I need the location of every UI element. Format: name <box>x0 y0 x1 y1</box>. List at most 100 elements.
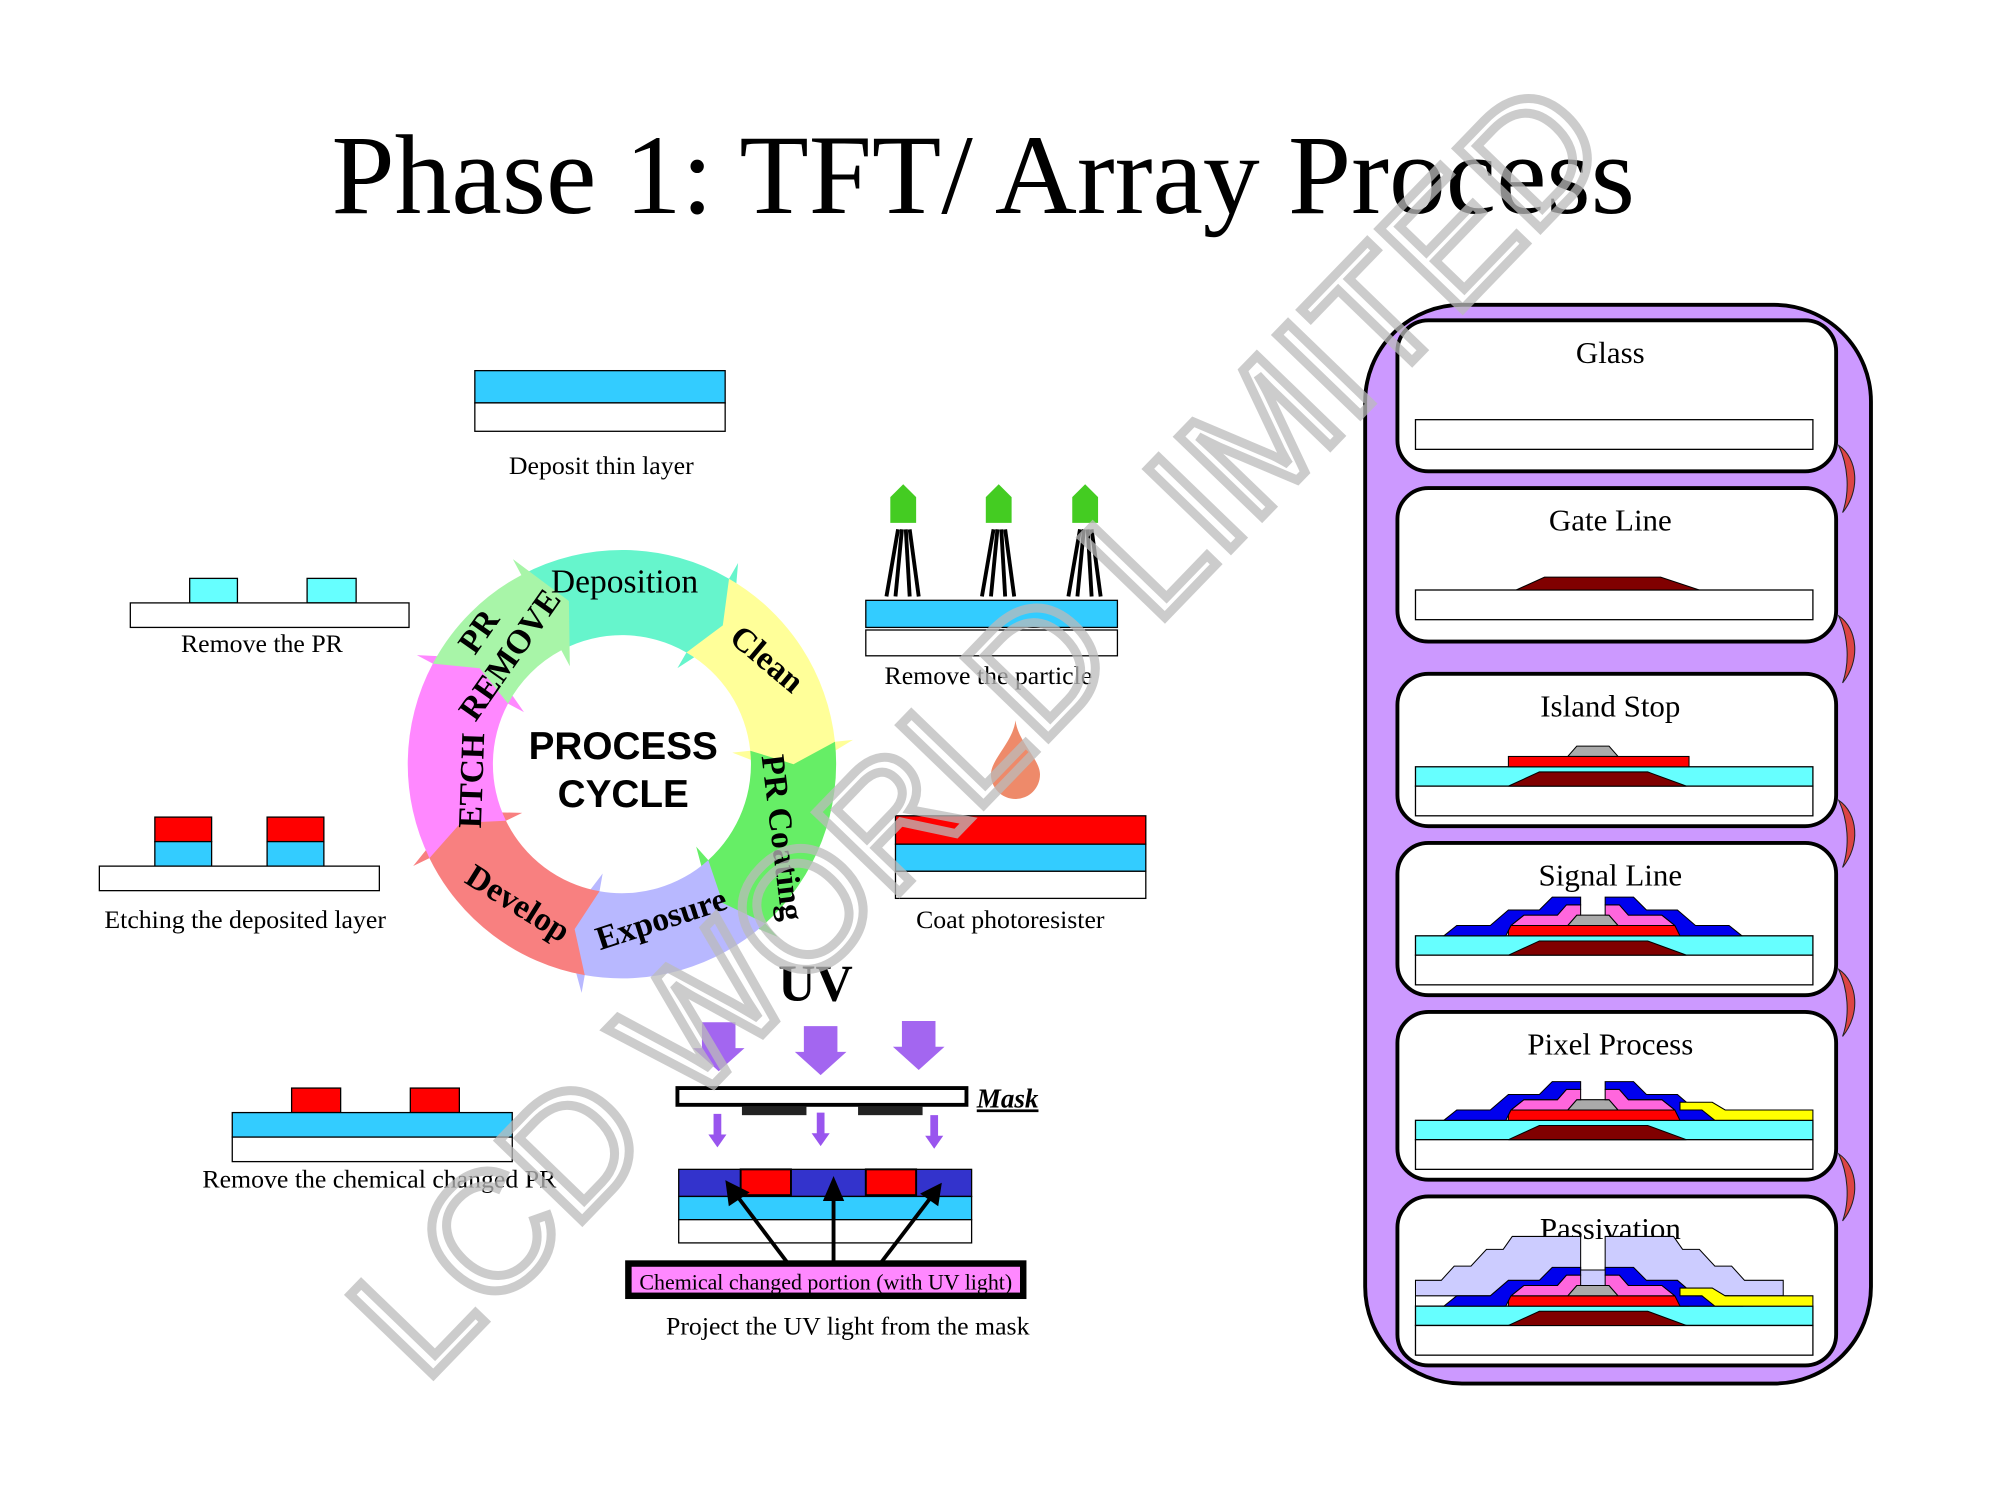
chemical-label-box <box>625 1260 1027 1300</box>
stage-title: Signal Line <box>1539 857 1683 892</box>
gate-metal <box>1508 940 1687 956</box>
semiconductor-layer <box>1507 1109 1690 1121</box>
source-drain-metal <box>1442 896 1582 937</box>
layer-stack <box>1414 1081 1814 1170</box>
chemical-label: Chemical changed portion (with UV light) <box>639 1269 1012 1294</box>
glass-substrate <box>1414 589 1814 621</box>
layer-stack <box>1414 745 1814 817</box>
stage-pixel-process: Pixel Process <box>1395 1010 1839 1182</box>
remove-pr-diagram <box>129 577 410 629</box>
photoresist-drop-icon <box>990 720 1040 800</box>
layer-stack <box>1414 896 1814 986</box>
glass-substrate <box>1414 1139 1814 1170</box>
cycle-step-clean-arrow <box>686 578 853 777</box>
cycle-step-exposure-arrow <box>563 860 766 993</box>
mask-plate <box>675 1086 969 1107</box>
stage-title: Island Stop <box>1540 688 1680 723</box>
spray-line <box>1089 529 1103 597</box>
semiconductor-layer <box>1507 755 1690 768</box>
spray-line <box>893 529 904 597</box>
caption-remove-pr: Remove the PR <box>181 629 344 658</box>
stage-title: Gate Line <box>1549 503 1672 538</box>
mask-pad <box>741 1106 807 1116</box>
stage-island-stop: Island Stop <box>1395 671 1839 829</box>
next-stage-arrow-icon <box>1837 967 1856 1037</box>
next-stage-arrow-icon <box>1837 798 1856 868</box>
caption-coat: Coat photoresister <box>916 905 1105 934</box>
semiconductor-layer <box>1507 1295 1690 1307</box>
step-etch-label: ETCH <box>452 732 492 828</box>
stage-passivation: Passivation <box>1395 1194 1839 1368</box>
step-deposition-label: Deposition <box>551 564 698 601</box>
glass-substrate <box>1414 954 1814 986</box>
stage-title: Pixel Process <box>1527 1027 1693 1062</box>
deposit-diagram <box>474 370 726 432</box>
clean-diagram <box>865 484 1119 657</box>
gate-metal <box>1508 1124 1687 1141</box>
gate-metal <box>1508 771 1687 787</box>
pointer-arrows <box>725 1176 942 1264</box>
spray-line <box>980 529 996 597</box>
gate-metal <box>1508 1310 1687 1326</box>
spray-line <box>1075 529 1086 597</box>
coat-diagram <box>894 815 1147 900</box>
process-cycle-ring <box>407 550 853 993</box>
next-stage-arrow-icon <box>1837 444 1856 513</box>
mask-label: Mask <box>976 1083 1039 1113</box>
cycle-center-line2: CYCLE <box>558 773 689 816</box>
spray-line <box>907 529 921 597</box>
stage-signal-line: Signal Line <box>1395 840 1839 998</box>
nozzle-icon <box>985 484 1012 523</box>
uv-small-arrow-icon <box>708 1113 727 1148</box>
nozzle-icon <box>890 484 917 523</box>
cycle-center-line1: PROCESS <box>529 725 718 768</box>
caption-remove-chemical: Remove the chemical changed PR <box>202 1164 557 1193</box>
stage-gate-line: Gate Line <box>1395 486 1839 644</box>
spray-line <box>1003 529 1017 597</box>
exposure-stack <box>678 1168 973 1244</box>
caption-project: Project the UV light from the mask <box>666 1312 1030 1341</box>
spray-line <box>989 529 1000 597</box>
cycle-step-pr-coating-arrow <box>696 741 837 937</box>
nozzle-icon <box>1072 484 1099 523</box>
next-stage-arrow-icon <box>1837 614 1856 684</box>
develop-diagram <box>231 1087 513 1163</box>
slide-title: Phase 1: TFT/ Array Process <box>332 112 1635 238</box>
gate-metal <box>1515 576 1700 591</box>
uv-small-arrow-icon <box>925 1115 944 1149</box>
spray-line <box>1066 529 1082 597</box>
uv-label: UV <box>778 955 853 1012</box>
next-stage-arrow-icon <box>1837 1152 1856 1222</box>
source-drain-metal <box>1604 896 1744 937</box>
caption-deposit: Deposit thin layer <box>509 451 694 480</box>
uv-arrow-icon <box>692 1022 745 1072</box>
pixel-electrode <box>1679 1101 1814 1121</box>
glass-substrate <box>1414 785 1814 817</box>
caption-etching: Etching the deposited layer <box>104 905 386 934</box>
stage-title: Glass <box>1576 335 1645 370</box>
layer-stack <box>1414 576 1814 621</box>
uv-small-arrow-icon <box>811 1112 830 1147</box>
cycle-step-pr-remove-arrow <box>432 559 570 704</box>
cycle-step-develop-arrow <box>413 811 600 976</box>
cycle-step-etch-arrow <box>407 655 524 859</box>
semiconductor-layer <box>1507 924 1690 937</box>
mask-pad <box>858 1106 923 1116</box>
cycle-step-deposition-arrow <box>521 550 739 669</box>
uv-arrows <box>692 1020 945 1149</box>
spray-line <box>1085 529 1094 597</box>
caption-remove-particle: Remove the particle <box>885 661 1093 690</box>
etching-diagram <box>98 816 380 892</box>
etch-stop <box>1566 745 1620 757</box>
spray-line <box>999 529 1008 597</box>
uv-arrow-icon <box>794 1026 847 1076</box>
layer-stack <box>1414 419 1814 450</box>
layer-stack <box>1414 1235 1814 1356</box>
stage-glass: Glass <box>1395 318 1839 474</box>
source-drain-metal <box>1442 1081 1582 1121</box>
spray-line <box>903 529 912 597</box>
glass-substrate <box>1414 1324 1814 1356</box>
uv-arrow-icon <box>892 1020 945 1070</box>
pixel-electrode <box>1679 1287 1814 1307</box>
